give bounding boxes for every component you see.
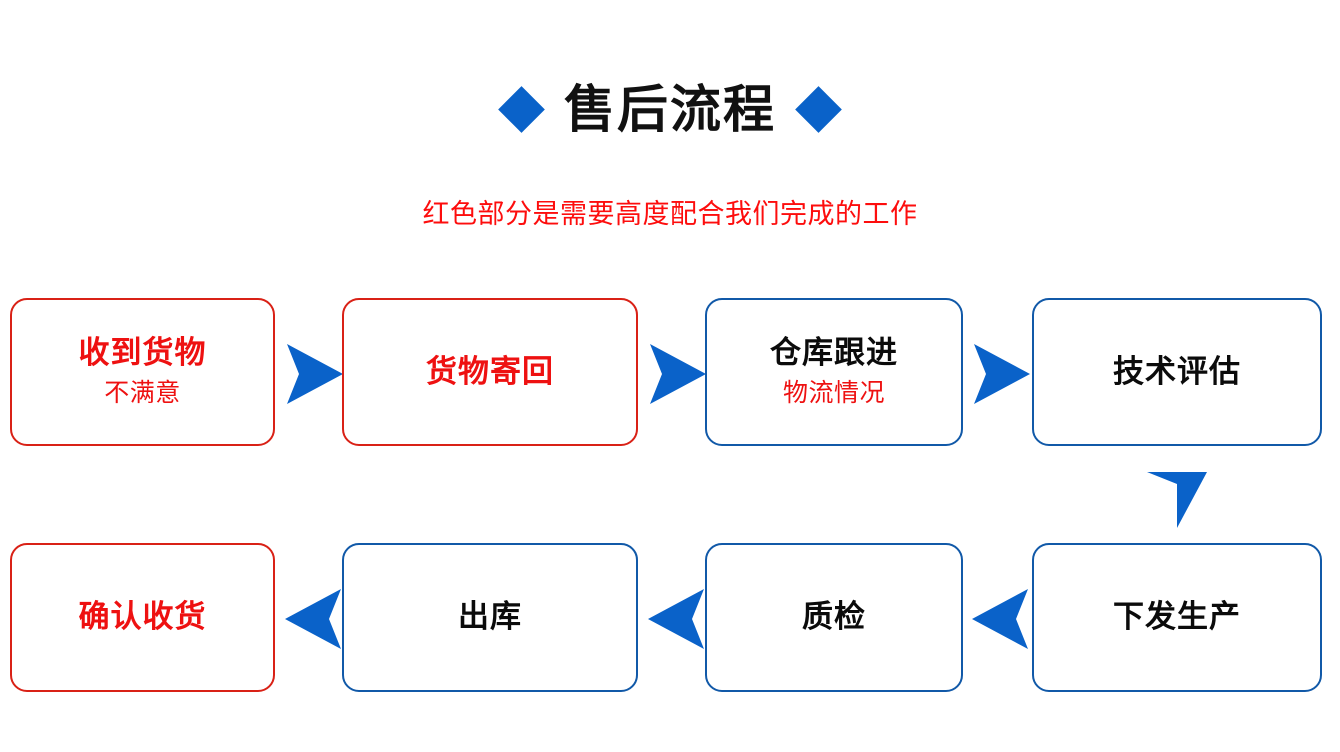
flow-node-title: 确认收货 (78, 599, 207, 635)
flow-node-release-production[interactable]: 下发生产 (1032, 543, 1322, 692)
flow-node-send-back[interactable]: 货物寄回 (342, 298, 638, 446)
flow-node-title: 技术评估 (1113, 353, 1241, 389)
flow-node-quality-check[interactable]: 质检 (705, 543, 963, 692)
arrow-left-icon-1 (283, 585, 345, 653)
page-title-text: 售后流程 (563, 81, 776, 138)
page-subtitle: 红色部分是需要高度配合我们完成的工作 (422, 199, 918, 229)
flow-node-title: 质检 (802, 599, 866, 635)
flow-node-subtitle: 不满意 (104, 378, 181, 407)
flow-node-title: 下发生产 (1113, 599, 1241, 635)
arrow-right-icon-1 (285, 340, 347, 408)
flow-node-title: 仓库跟进 (770, 335, 898, 371)
flow-node-title: 收到货物 (78, 335, 207, 371)
flow-node-outbound[interactable]: 出库 (342, 543, 638, 692)
flow-node-received-goods[interactable]: 收到货物 不满意 (10, 298, 275, 446)
flow-node-confirm-receipt[interactable]: 确认收货 (10, 543, 275, 692)
arrow-left-icon-2 (646, 585, 708, 653)
flow-node-warehouse-followup[interactable]: 仓库跟进 物流情况 (705, 298, 963, 446)
arrow-right-icon-2 (648, 340, 710, 408)
page-title: 售后流程 (0, 84, 1340, 135)
flow-node-subtitle: 物流情况 (782, 378, 885, 407)
flow-node-title: 货物寄回 (426, 353, 554, 389)
flow-node-technical-assessment[interactable]: 技术评估 (1032, 298, 1322, 446)
flow-node-title: 出库 (458, 599, 522, 635)
arrow-right-icon-3 (972, 340, 1034, 408)
arrow-left-icon-3 (970, 585, 1032, 653)
arrow-down-icon-1 (1143, 470, 1211, 532)
